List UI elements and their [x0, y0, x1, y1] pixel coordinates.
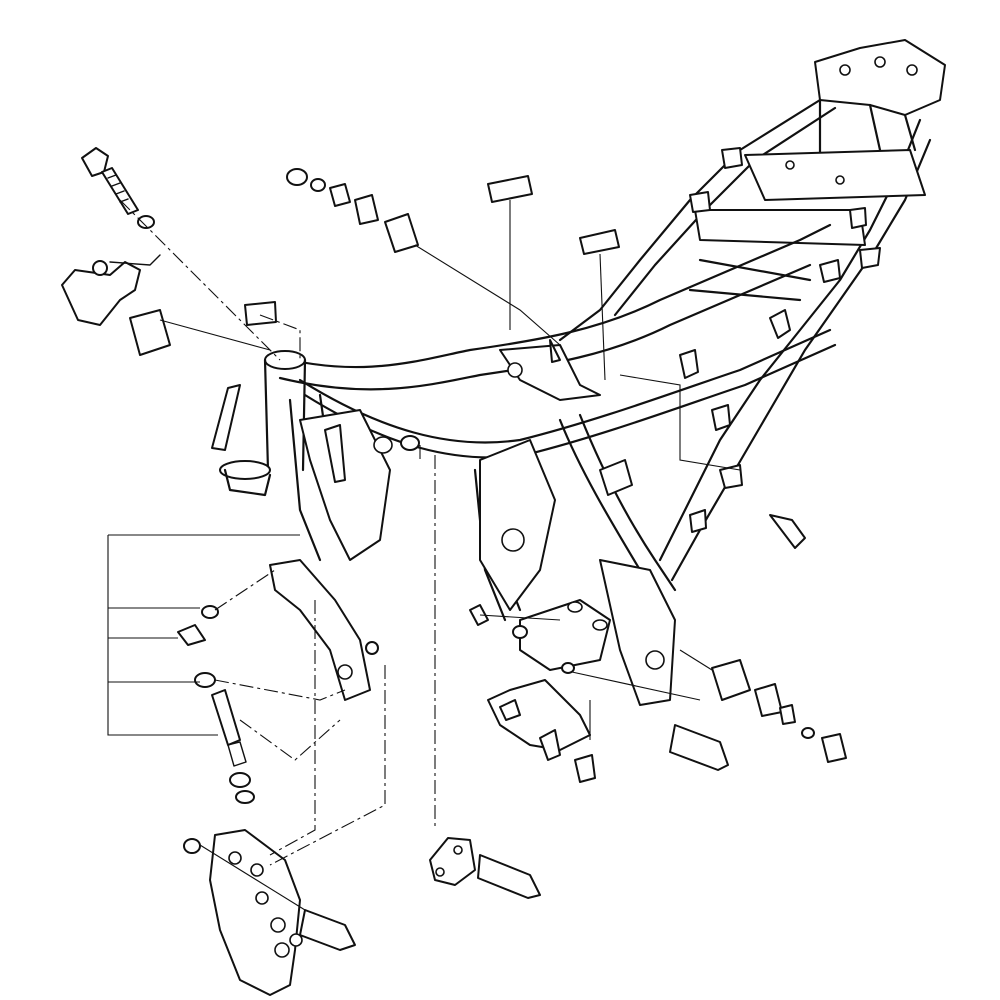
long-bolt [669, 724, 729, 771]
frame-main [219, 39, 946, 706]
tail-bracket [814, 39, 946, 116]
o-ring [137, 215, 155, 229]
sticker-3 [244, 301, 277, 326]
swingarm-plate-right [599, 559, 676, 706]
dipstick-cap [81, 147, 109, 177]
sticker-2 [579, 229, 620, 255]
sticker-1 [487, 175, 533, 203]
lower-engine-plate [429, 837, 476, 886]
cross-plate-upper [744, 149, 926, 201]
bushing-upper [384, 213, 419, 253]
bolt-e [574, 754, 596, 783]
bolt-c [821, 733, 847, 763]
bolt-f [477, 854, 541, 899]
front-bracket [61, 261, 141, 326]
cross-plate-lower [694, 209, 866, 246]
nut-upper [286, 168, 308, 186]
rear-engine-mount [519, 599, 611, 671]
bolt-d [769, 514, 806, 549]
swingarm-plate-left [479, 439, 556, 611]
stud-bolt [211, 689, 241, 746]
sidestand-bracket [269, 559, 371, 701]
lower-bracket [209, 829, 301, 996]
leader-lines [107, 199, 741, 911]
steering-head-bottom [219, 460, 271, 480]
rear-parts [211, 168, 847, 899]
bushing-upper-small [354, 194, 379, 225]
bushing-lower [711, 659, 751, 701]
bolt-b [299, 909, 356, 951]
front-gusset [299, 409, 391, 561]
steering-head-top [264, 350, 306, 370]
front-parts [61, 147, 379, 996]
bolt-a [177, 624, 206, 646]
collar [129, 309, 171, 356]
sticker-4 [211, 384, 241, 451]
spring-washer [194, 672, 216, 688]
dipstick-rod [101, 167, 139, 215]
washer [201, 605, 219, 619]
